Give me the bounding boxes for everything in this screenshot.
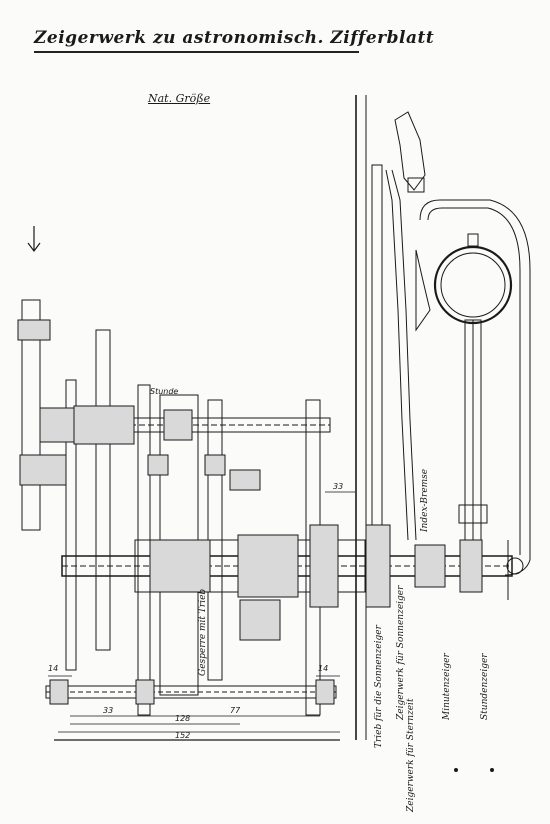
down-arrow-icon — [27, 226, 41, 252]
dim-14-b: 14 — [318, 664, 328, 673]
drawing-title: Zeigerwerk zu astronomisch. Zifferblatt — [34, 28, 435, 48]
spring-hand — [371, 164, 431, 546]
frame-posts — [21, 299, 321, 716]
label-minutenzeiger: Minutenzeiger — [442, 653, 452, 720]
gear-blocks — [17, 319, 483, 641]
label-stundenzeiger: Stundenzeiger — [480, 653, 490, 720]
title-underline — [34, 51, 359, 53]
dim-14-a: 14 — [48, 664, 58, 673]
label-trieb-sonnenzeiger: Trieb für die Sonnenzeiger — [374, 625, 384, 748]
label-sternzeit: Zeigerwerk für Sternzeit — [406, 698, 416, 812]
base-rail — [45, 679, 340, 741]
ring-assembly — [394, 111, 531, 576]
dim-152: 152 — [175, 731, 190, 740]
corner-marks — [454, 768, 494, 772]
dimension-lines — [48, 491, 355, 733]
frame-lines — [355, 95, 367, 740]
annotation-stunde: Stunde — [150, 387, 178, 396]
dim-128: 128 — [175, 714, 190, 723]
dimension-texts: 33 128 77 152 14 14 33 Stunde — [48, 387, 343, 740]
dim-33-b: 33 — [333, 482, 343, 491]
label-index-bremse: Index-Bremse — [420, 468, 430, 532]
dim-33-a: 33 — [103, 706, 113, 715]
label-gesperre: Gesperre mit Trieb — [198, 588, 208, 676]
dim-77: 77 — [230, 706, 241, 715]
label-zeigerwerk-sonnenzeiger: Zeigerwerk für Sonnenzeiger — [396, 585, 406, 720]
scale-note: Nat. Größe — [148, 92, 211, 105]
